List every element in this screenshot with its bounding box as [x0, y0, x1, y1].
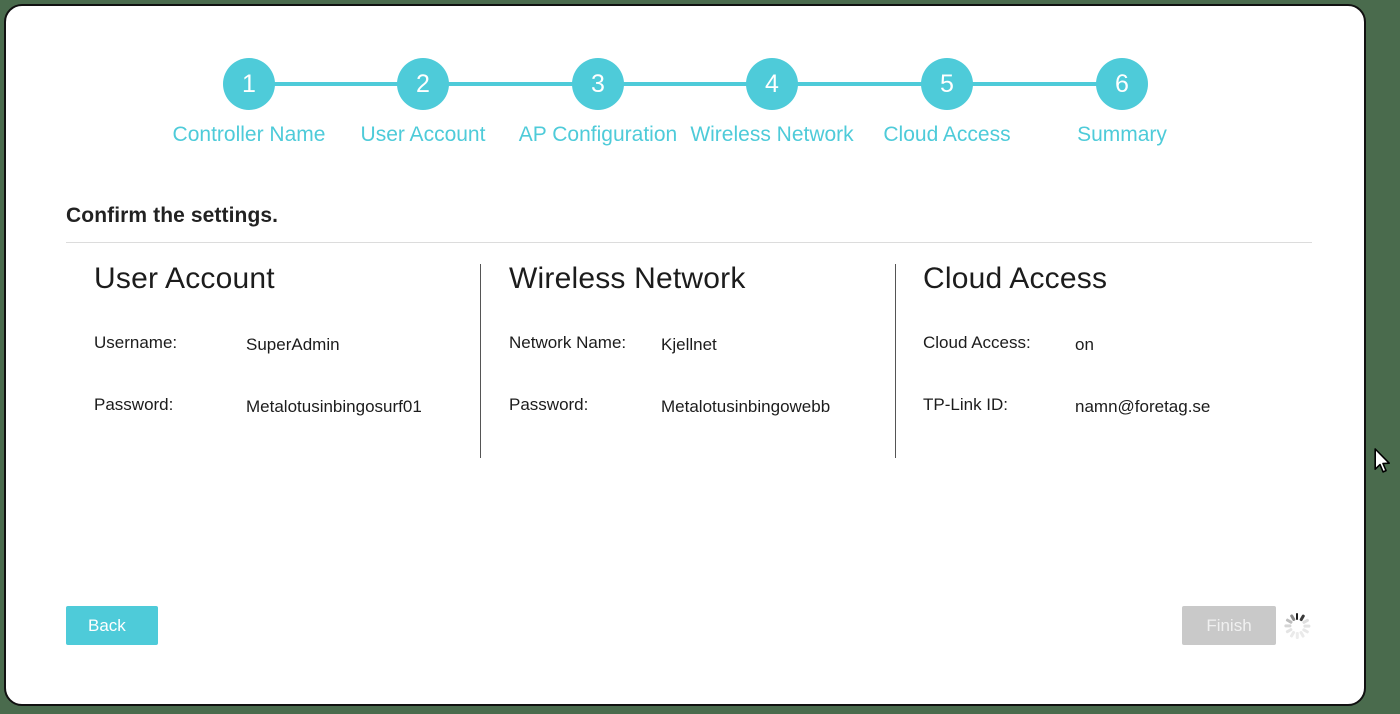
summary-field-label: Network Name:	[509, 333, 627, 352]
summary-field: Cloud Access: on	[923, 333, 1323, 354]
summary-field-label: Password:	[94, 395, 174, 414]
summary-field-label: TP-Link ID:	[923, 395, 1009, 414]
spinner-blade	[1295, 613, 1299, 620]
stepper-connector	[967, 82, 1102, 86]
summary-field-value: on	[1075, 335, 1094, 354]
column-divider	[895, 264, 896, 458]
stepper-step-number: 2	[397, 58, 449, 110]
stepper-step-number: 3	[572, 58, 624, 110]
spinner-blade	[1302, 624, 1310, 628]
finish-button[interactable]: Finish	[1182, 606, 1276, 645]
back-button[interactable]: Back	[66, 606, 158, 645]
stepper-step-number: 1	[223, 58, 275, 110]
summary-field-value: Metalotusinbingosurf01	[246, 397, 422, 416]
heading-divider	[66, 242, 1312, 243]
summary-field-label: Password:	[509, 395, 589, 414]
summary-field-value: Metalotusinbingowebb	[661, 397, 831, 416]
summary-column-title: Cloud Access	[923, 262, 1108, 295]
stepper-step-label: Controller Name	[172, 123, 326, 146]
summary-field: Password: Metalotusinbingowebb	[509, 395, 909, 416]
summary-field: Username: SuperAdmin	[94, 333, 494, 354]
stepper-step-label: Cloud Access	[883, 123, 1011, 146]
summary-field-value: SuperAdmin	[246, 335, 340, 354]
summary-field-value: Kjellnet	[661, 335, 717, 354]
stepper-step-label: AP Configuration	[518, 123, 678, 146]
stepper-step-label: User Account	[360, 123, 486, 146]
summary-column-title: User Account	[94, 262, 275, 295]
stepper-connector	[792, 82, 927, 86]
summary-field-label: Username:	[94, 333, 178, 352]
column-divider	[480, 264, 481, 458]
stepper-connector	[269, 82, 403, 86]
summary-field: TP-Link ID: namn@foretag.se	[923, 395, 1323, 416]
spinner-blade	[1295, 632, 1299, 639]
summary-column-title: Wireless Network	[509, 262, 746, 295]
spinner-blade	[1283, 624, 1291, 628]
summary-field-value: namn@foretag.se	[1075, 397, 1211, 416]
stepper-step-number: 5	[921, 58, 973, 110]
summary-field: Network Name: Kjellnet	[509, 333, 909, 354]
stepper-connector	[618, 82, 752, 86]
stepper-step-number: 4	[746, 58, 798, 110]
stepper-step-label: Wireless Network	[690, 123, 854, 146]
mouse-cursor-arrow-icon	[1374, 448, 1390, 473]
loading-spinner-icon	[1283, 612, 1311, 640]
page-title: Confirm the settings.	[66, 204, 279, 227]
stepper-step-3[interactable]: 3 AP Configuration	[503, 58, 693, 147]
summary-field-label: Cloud Access:	[923, 333, 1031, 352]
stepper-connector	[443, 82, 578, 86]
stepper-step-label: Summary	[1077, 123, 1167, 146]
summary-field: Password: Metalotusinbingosurf01	[94, 395, 494, 416]
stepper-step-number: 6	[1096, 58, 1148, 110]
